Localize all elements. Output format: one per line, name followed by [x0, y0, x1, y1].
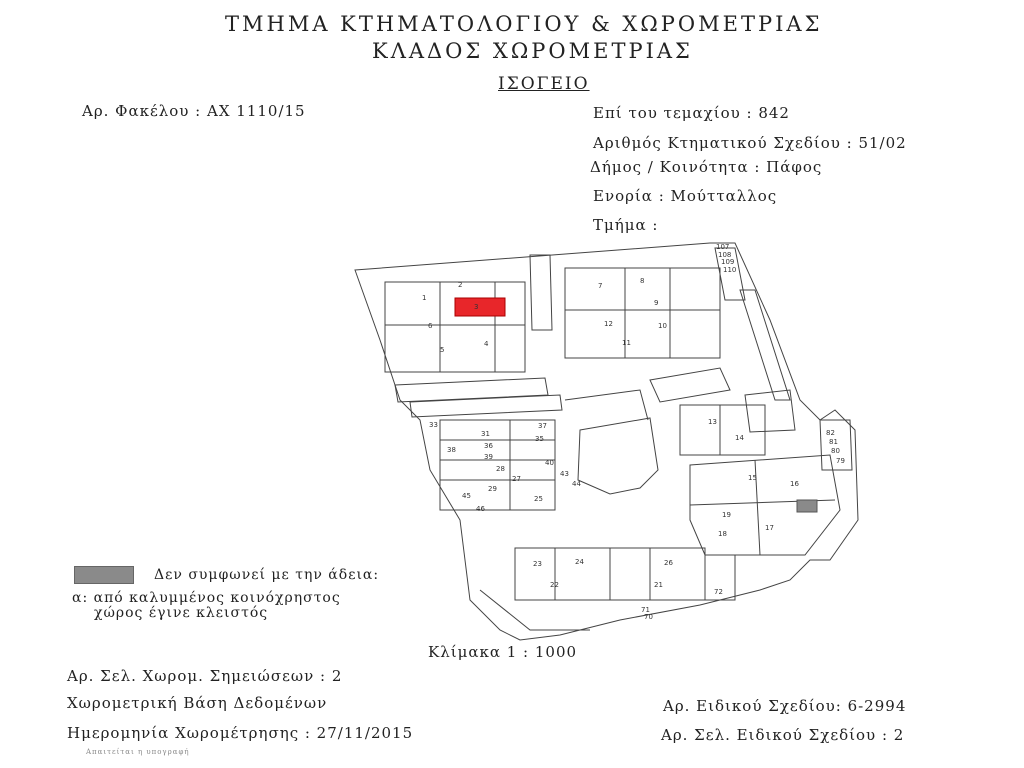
- unit-label: 40: [545, 459, 554, 467]
- unit-label: 4: [484, 340, 489, 348]
- survey-notes-pages: Αρ. Σελ. Χωρομ. Σημειώσεων : 2: [67, 667, 343, 685]
- unit-label: 107: [716, 243, 729, 251]
- unit-label: 108: [718, 251, 731, 259]
- survey-database: Χωρομετρική Βάση Δεδομένων: [67, 694, 328, 712]
- legend-grey-swatch: [74, 566, 134, 584]
- unit-label: 14: [735, 434, 744, 442]
- parish: Ενορία : Μούτταλλος: [593, 187, 778, 205]
- unit-label: 81: [829, 438, 838, 446]
- survey-date: Ημερομηνία Χωρομέτρησης : 27/11/2015: [67, 724, 414, 742]
- unit-label: 80: [831, 447, 840, 455]
- unit-label: 70: [644, 613, 653, 621]
- block-7-12: [564, 267, 721, 359]
- unit-label: 79: [836, 457, 845, 465]
- floor-title: ΙΣΟΓΕΙΟ: [498, 74, 590, 94]
- unit-label: 17: [765, 524, 774, 532]
- highlighted-unit-3: [454, 297, 506, 317]
- unit-label: 12: [604, 320, 613, 328]
- unit-label: 71: [641, 606, 650, 614]
- unit-label: 16: [790, 480, 799, 488]
- unit-label: 5: [440, 346, 444, 354]
- legend-note-b: χώρος έγινε κλειστός: [94, 605, 269, 621]
- unit-label: 22: [550, 581, 559, 589]
- unit-label: 36: [484, 442, 493, 450]
- unit-label: 35: [535, 435, 544, 443]
- unit-label: 11: [622, 339, 631, 347]
- cadastral-sheet: Αριθμός Κτηματικού Σχεδίου : 51/02: [593, 134, 907, 152]
- unit-label: 9: [654, 299, 658, 307]
- unit-label: 39: [484, 453, 493, 461]
- courtyard: [577, 417, 659, 495]
- site-boundary: [354, 242, 859, 641]
- unit-label: 82: [826, 429, 835, 437]
- file-number: Αρ. Φακέλου : ΑΧ 1110/15: [82, 102, 306, 120]
- block-25-46: [439, 419, 556, 511]
- parcel-number: Επί του τεμαχίου : 842: [593, 104, 790, 122]
- unit-label: 28: [496, 465, 505, 473]
- unit-label: 7: [598, 282, 602, 290]
- unit-label: 29: [488, 485, 497, 493]
- unit-label: 46: [476, 505, 485, 513]
- scale-label: Κλίμακα 1 : 1000: [428, 643, 578, 661]
- department-title: ΤΜΗΜΑ ΚΤΗΜΑΤΟΛΟΓΙΟΥ & ΧΩΡΟΜΕΤΡΙΑΣ: [225, 12, 823, 36]
- footer-tiny-text: Απαιτείται η υπογραφή: [86, 748, 190, 756]
- unit-label: 33: [429, 421, 438, 429]
- special-plan-pages: Αρ. Σελ. Ειδικού Σχεδίου : 2: [661, 726, 905, 744]
- special-plan-number: Αρ. Ειδικού Σχεδίου: 6-2994: [663, 697, 907, 715]
- unit-label: 1: [422, 294, 426, 302]
- unit-label: 19: [722, 511, 731, 519]
- unit-label: 110: [723, 266, 736, 274]
- legend-grey-text: Δεν συμφωνεί με την άδεια:: [154, 567, 380, 583]
- unit-label: 25: [534, 495, 543, 503]
- unit-label: 44: [572, 480, 581, 488]
- branch-title: ΚΛΑΔΟΣ ΧΩΡΟΜΕΤΡΙΑΣ: [372, 39, 693, 63]
- unit-label: 38: [447, 446, 456, 454]
- unit-label: 8: [640, 277, 644, 285]
- unit-label: 15: [748, 474, 757, 482]
- block-13-14: [679, 404, 766, 456]
- unit-label: 27: [512, 475, 521, 483]
- block-1-5: [384, 281, 526, 373]
- unit-label: 45: [462, 492, 471, 500]
- unit-label: 6: [428, 322, 433, 330]
- unit-label: 37: [538, 422, 547, 430]
- unit-label: 13: [708, 418, 717, 426]
- unit-label: 10: [658, 322, 667, 330]
- unit-label: 31: [481, 430, 490, 438]
- non-conforming-area: [796, 499, 818, 513]
- unit-label: 23: [533, 560, 542, 568]
- section: Τμήμα :: [593, 216, 659, 234]
- unit-label: 72: [714, 588, 723, 596]
- unit-label: 26: [664, 559, 673, 567]
- unit-label: 21: [654, 581, 663, 589]
- municipality: Δήμος / Κοινότητα : Πάφος: [590, 158, 823, 176]
- block-15-19: [689, 454, 841, 556]
- unit-label: 24: [575, 558, 584, 566]
- legend-note-a: α: από καλυμμένος κοινόχρηστος: [72, 590, 341, 606]
- unit-label: 43: [560, 470, 569, 478]
- unit-label: 18: [718, 530, 727, 538]
- unit-label: 3: [474, 303, 478, 311]
- unit-label: 2: [458, 281, 462, 289]
- unit-label: 109: [721, 258, 734, 266]
